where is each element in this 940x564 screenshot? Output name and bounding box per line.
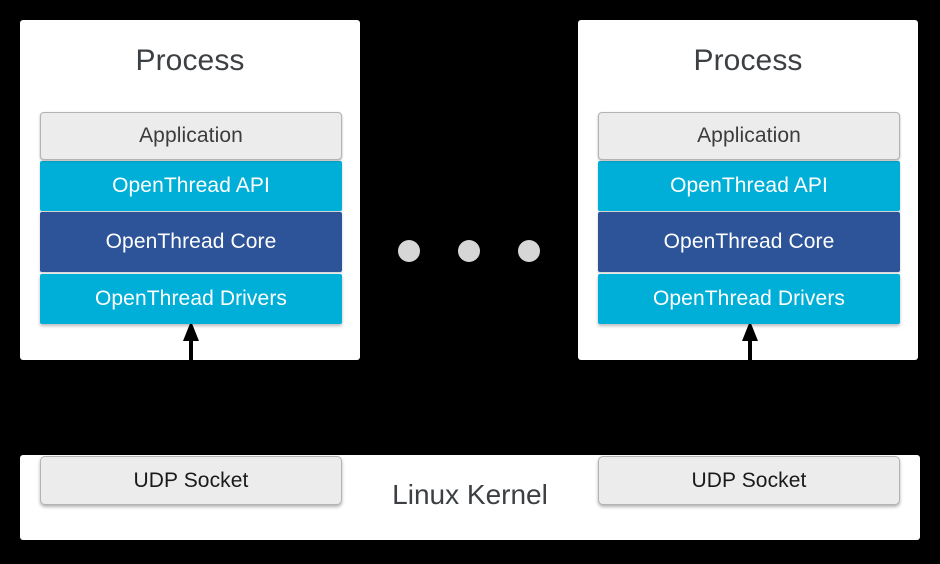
layer-openthread-api-right[interactable]: OpenThread API <box>598 161 900 211</box>
layer-openthread-drivers-left[interactable]: OpenThread Drivers <box>40 274 342 324</box>
ellipsis-dot-icon <box>398 240 420 262</box>
linux-kernel-label: Linux Kernel <box>392 479 548 510</box>
layer-stack-left: Application OpenThread API OpenThread Co… <box>40 112 342 324</box>
process-panel-left: Process Application OpenThread API OpenT… <box>20 20 360 360</box>
process-panel-right: Process Application OpenThread API OpenT… <box>578 20 918 360</box>
layer-openthread-drivers-right[interactable]: OpenThread Drivers <box>598 274 900 324</box>
ellipsis-dot-icon <box>518 240 540 262</box>
udp-socket-right[interactable]: UDP Socket <box>598 456 900 505</box>
layer-application-right[interactable]: Application <box>598 112 900 160</box>
layer-stack-right: Application OpenThread API OpenThread Co… <box>598 112 900 324</box>
layer-application-left[interactable]: Application <box>40 112 342 160</box>
ellipsis-dot-icon <box>458 240 480 262</box>
arrow-up-icon-left <box>180 320 202 364</box>
process-title-left: Process <box>135 44 245 77</box>
more-processes-ellipsis <box>398 240 542 264</box>
linux-kernel-panel: Linux Kernel UDP Socket UDP Socket <box>20 455 920 540</box>
layer-openthread-core-left[interactable]: OpenThread Core <box>40 212 342 272</box>
arrow-up-icon-right <box>739 320 761 364</box>
layer-openthread-core-right[interactable]: OpenThread Core <box>598 212 900 272</box>
process-title-right: Process <box>693 44 803 77</box>
layer-openthread-api-left[interactable]: OpenThread API <box>40 161 342 211</box>
udp-socket-left[interactable]: UDP Socket <box>40 456 342 505</box>
